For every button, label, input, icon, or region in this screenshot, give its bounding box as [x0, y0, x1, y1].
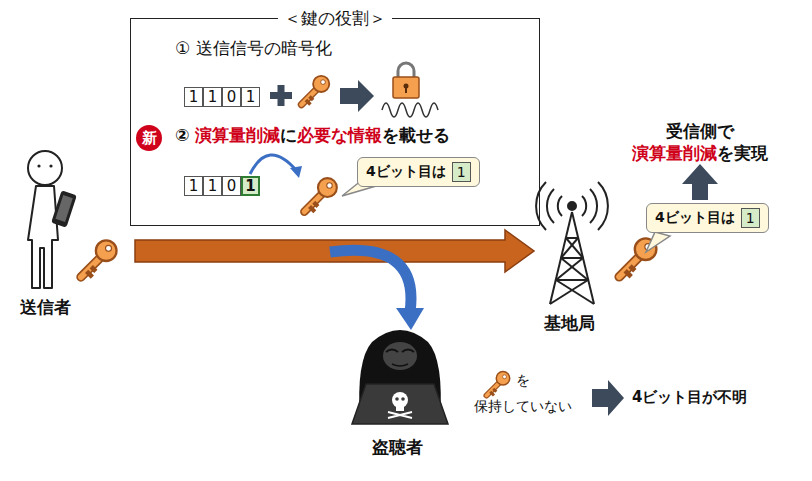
role-frame: ＜鍵の役割＞1101新11014ビット目は1: [130, 18, 540, 226]
box-text: 新: [142, 129, 157, 148]
box-text: 0: [227, 177, 237, 195]
text-line: 保持していない: [474, 398, 572, 416]
actor-label: 盗聴者: [372, 436, 423, 459]
bit-cell: 1: [184, 87, 203, 107]
text-line: 4ビット目が不明: [632, 388, 747, 407]
eavesdropper-figure: [352, 330, 448, 424]
key-icon: [81, 240, 117, 277]
actor-label: 基地局: [544, 312, 595, 335]
speech-bubble: 4ビット目は 1: [357, 157, 480, 187]
actor-label: 送信者: [20, 296, 71, 319]
sender-figure: [28, 151, 77, 288]
role-text: に: [280, 124, 297, 147]
base-station-tower: [536, 182, 608, 304]
bit-value-box: 1: [452, 162, 471, 182]
box-text: 1: [457, 164, 466, 180]
text-line: を: [516, 372, 530, 390]
bit-cell: 1: [184, 176, 203, 196]
box-text: 1: [189, 88, 199, 106]
bit-cell: 1: [241, 87, 260, 107]
box-text: 1: [208, 88, 218, 106]
text-line: 基地局: [544, 312, 595, 335]
box-text: 1: [208, 177, 218, 195]
note-text: を: [516, 372, 530, 390]
block-arrow: [340, 80, 374, 112]
bit-value-box: 1: [741, 208, 760, 228]
bit-cell: 0: [222, 87, 241, 107]
box-text: 4ビット目は: [655, 209, 735, 227]
text-line: ② 演算量削減に必要な情報を載せる: [175, 124, 450, 147]
circled-number: ②: [175, 125, 189, 145]
key-icon: [304, 178, 337, 212]
box-text: 4ビット目は: [366, 163, 446, 181]
box-text: 0: [227, 88, 237, 106]
text-line: 送信者: [20, 296, 71, 319]
box-text: 1: [246, 88, 256, 106]
frame-heading: ＜鍵の役割＞: [278, 7, 392, 29]
embed-arrow: [250, 155, 302, 178]
new-badge: 新: [136, 125, 162, 151]
intercept-arrow: [330, 250, 424, 330]
up-arrow: [682, 164, 718, 200]
key-icon: [487, 372, 510, 396]
bit-cell: 0: [222, 176, 241, 196]
text-line: 盗聴者: [372, 436, 423, 459]
text-line: 受信側で: [605, 120, 795, 143]
box-text: 1: [245, 177, 255, 195]
text-line: 演算量削減を実現: [605, 142, 795, 165]
highlight-text: 必要な情報: [297, 124, 382, 147]
key-icon: [301, 76, 329, 105]
plus-sign: [270, 85, 292, 106]
highlight-bit-cell: 1: [241, 176, 260, 196]
role-text: を載せる: [382, 124, 450, 147]
result-text: 4ビット目が不明: [632, 388, 747, 407]
receiver-note: 受信側で: [666, 120, 734, 143]
highlight-text: 演算量削減: [632, 142, 717, 165]
bit-cell: 1: [203, 87, 222, 107]
speech-bubble: 4ビット目は 1: [646, 203, 769, 233]
bit-cell: 1: [203, 176, 222, 196]
circled-number: ①: [175, 38, 190, 58]
role-text: 送信信号の暗号化: [196, 37, 332, 60]
block-arrow: [592, 380, 624, 416]
encrypted-signal: [382, 63, 438, 117]
bubble-tail: [646, 232, 670, 252]
highlight-text: 演算量削減: [195, 124, 280, 147]
box-text: 1: [746, 210, 755, 226]
receiver-note: を実現: [717, 142, 768, 165]
box-text: 1: [189, 177, 199, 195]
note-text: 保持していない: [474, 398, 572, 416]
text-line: ① 送信信号の暗号化: [175, 37, 332, 60]
